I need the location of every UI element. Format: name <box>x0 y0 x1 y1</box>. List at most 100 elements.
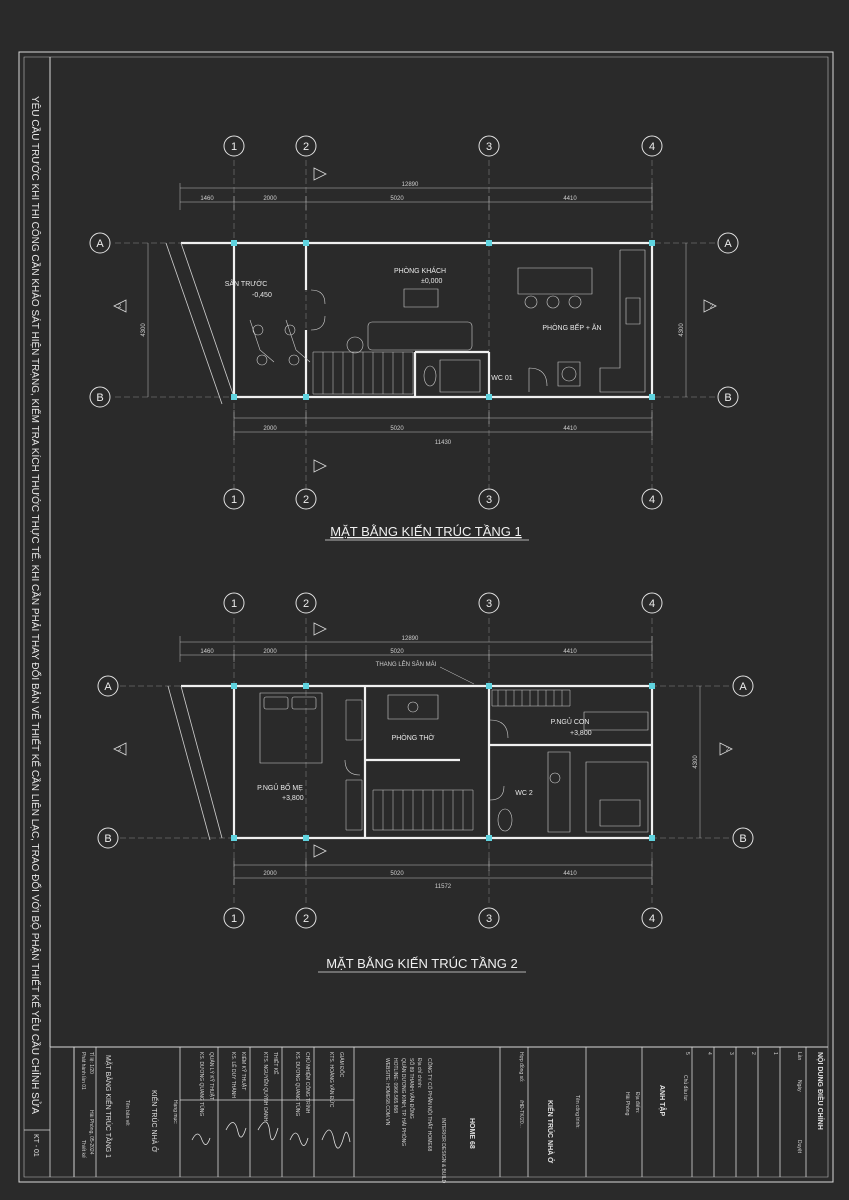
dim-total: 12890 <box>402 636 419 642</box>
room-label: PHÒNG KHÁCH <box>394 266 446 275</box>
revision-row: 3 <box>728 1052 734 1055</box>
inner-frame <box>24 57 828 1177</box>
grid-row-label: A <box>724 238 732 250</box>
grid-col-label: 1 <box>231 913 237 925</box>
title-block <box>24 1047 806 1177</box>
grid-col-label: 3 <box>486 141 492 153</box>
company-address: QUẬN DƯƠNG KINH, TP. HẢI PHÒNG <box>400 1058 407 1146</box>
section-mark: 2 <box>726 747 730 753</box>
grid-col-label: 3 <box>486 494 492 506</box>
company-address: SỐ 89 THANH VĂN ĐỒNG <box>408 1058 415 1119</box>
drawing-name: MẶT BẰNG KIẾN TRÚC TẦNG 1 <box>104 1055 114 1158</box>
role-name: KTS. HOÀNG VĂN ĐỨC <box>328 1052 335 1108</box>
grid-col-label: 1 <box>231 598 237 610</box>
dim-total: 12890 <box>402 182 419 188</box>
dim-seg: 5020 <box>390 196 404 202</box>
dim-seg: 4410 <box>563 196 577 202</box>
role-name: KS. DƯƠNG QUANG TÙNG <box>294 1052 301 1116</box>
company-address: HOTLINE: 0966.565.868 <box>392 1058 398 1113</box>
grid-row-label: B <box>104 833 111 845</box>
section-mark: 2 <box>118 304 122 310</box>
room-label: WC 01 <box>491 375 513 382</box>
dim-side: 4300 <box>693 755 699 769</box>
level-mark: +3,800 <box>570 730 592 737</box>
title-block-text: NỘI DUNG ĐIỀU CHỈNH Lần Ngày Duyệt 1 2 3… <box>32 1052 826 1184</box>
revision-row: 4 <box>706 1052 712 1055</box>
role-title: CHỦ NHIỆM CÔNG TRÌNH <box>304 1052 312 1114</box>
room-label: PHÒNG THỜ <box>392 733 435 742</box>
contract: /HĐ-TK/20... <box>518 1100 524 1128</box>
grid-col-label: 3 <box>486 913 492 925</box>
grid-col-label: 2 <box>303 913 309 925</box>
dim-seg: 4410 <box>563 426 577 432</box>
floor-plan-2: 1 2 3 4 1 2 3 4 A B A B 2 2 <box>98 593 753 972</box>
grid-col-label: 2 <box>303 598 309 610</box>
category-label: Hạng mục: <box>172 1100 178 1124</box>
dim-seg: 1460 <box>200 649 214 655</box>
company-address: WEBSITE: HOME68.COM.VN <box>384 1058 390 1126</box>
dim-seg: 4410 <box>563 871 577 877</box>
company-address: Địa chỉ chính: <box>416 1058 423 1088</box>
grid-col-label: 1 <box>231 494 237 506</box>
role-title: QUẢN LÝ KỸ THUẬT <box>208 1052 215 1100</box>
company-tagline: INTERIOR DESIGN & BUILD <box>440 1118 446 1184</box>
category: KIẾN TRÚC NHÀ Ở <box>150 1090 160 1152</box>
grid-row-label: B <box>739 833 746 845</box>
grid-row-label: A <box>739 681 747 693</box>
revision-row: 1 <box>772 1052 778 1055</box>
location-label: Địa điểm: <box>634 1092 641 1113</box>
grid-col-label: 4 <box>649 494 655 506</box>
issue: Phát hành lần 01 <box>80 1052 86 1090</box>
project-label: Tên công trình: <box>574 1095 580 1129</box>
dim-seg: 2000 <box>263 649 277 655</box>
revision-col: Lần <box>796 1052 802 1061</box>
company-logo: HOME 68 <box>468 1118 475 1149</box>
floor-plan-1: 1 2 3 4 1 2 3 4 A B A B 2 2 <box>90 136 738 540</box>
role-name: KS. LÊ DUY THÀNH <box>230 1052 238 1098</box>
grid-col-label: 4 <box>649 141 655 153</box>
grid-col-label: 4 <box>649 913 655 925</box>
dim-seg: 2000 <box>263 426 277 432</box>
project: KIẾN TRÚC NHÀ Ở <box>546 1100 556 1163</box>
dim-seg: 5020 <box>390 649 404 655</box>
dim-seg: 5020 <box>390 871 404 877</box>
stair-note: THANG LÊN SÂN MÁI <box>376 660 437 668</box>
dim-seg: 2000 <box>263 196 277 202</box>
side-note: YÊU CẦU TRƯỚC KHI THI CÔNG CẦN KHẢO SÁT … <box>29 96 42 1114</box>
dim-seg: 2000 <box>263 871 277 877</box>
role-title: GIÁM ĐỐC <box>338 1052 345 1078</box>
grid-row-label: B <box>724 392 731 404</box>
drawing-label: Tên bản vẽ: <box>124 1100 130 1126</box>
room-label: SÂN TRƯỚC <box>225 279 268 288</box>
role-name: KS. DƯƠNG QUANG TÙNG <box>198 1052 205 1116</box>
section-mark: 2 <box>710 304 714 310</box>
level-mark: +3,800 <box>282 795 304 802</box>
dim-side: 4300 <box>141 323 147 337</box>
scale: Tỉ lệ: 1/20 <box>88 1052 95 1074</box>
grid-row-label: B <box>96 392 103 404</box>
grid-col-label: 3 <box>486 598 492 610</box>
dim-seg: 1460 <box>200 196 214 202</box>
role-name: KTS. NGUYỄN QUỲNH OANH <box>262 1052 269 1122</box>
plan-title: MẶT BẰNG KIẾN TRÚC TẦNG 2 <box>326 956 517 971</box>
dim-total: 11572 <box>435 884 452 890</box>
location: Hải Phòng <box>624 1092 630 1116</box>
level-mark: ±0,000 <box>421 278 442 285</box>
dim-seg: 4410 <box>563 649 577 655</box>
signature <box>192 1122 350 1148</box>
grid-row-label: A <box>96 238 104 250</box>
sheet-label: Thiết kế <box>80 1140 86 1158</box>
revision-col: Duyệt <box>796 1140 802 1154</box>
dim-total: 11430 <box>435 440 452 446</box>
grid-col-label: 2 <box>303 494 309 506</box>
role-title: KIỂM KỸ THUẬT <box>240 1052 247 1090</box>
sheet-number: KT - 01 <box>32 1134 39 1157</box>
revision-header: NỘI DUNG ĐIỀU CHỈNH <box>816 1052 826 1130</box>
contract-label: Hợp đồng số: <box>518 1052 524 1082</box>
role-title: THIẾT KẾ <box>272 1052 279 1075</box>
grid-col-label: 2 <box>303 141 309 153</box>
company-name: CÔNG TY CỔ PHẦN NỘI THẤT HOME68 <box>426 1058 433 1151</box>
room-label: P.NGỦ BỐ MẸ <box>257 782 303 792</box>
dim-side: 4300 <box>679 323 685 337</box>
